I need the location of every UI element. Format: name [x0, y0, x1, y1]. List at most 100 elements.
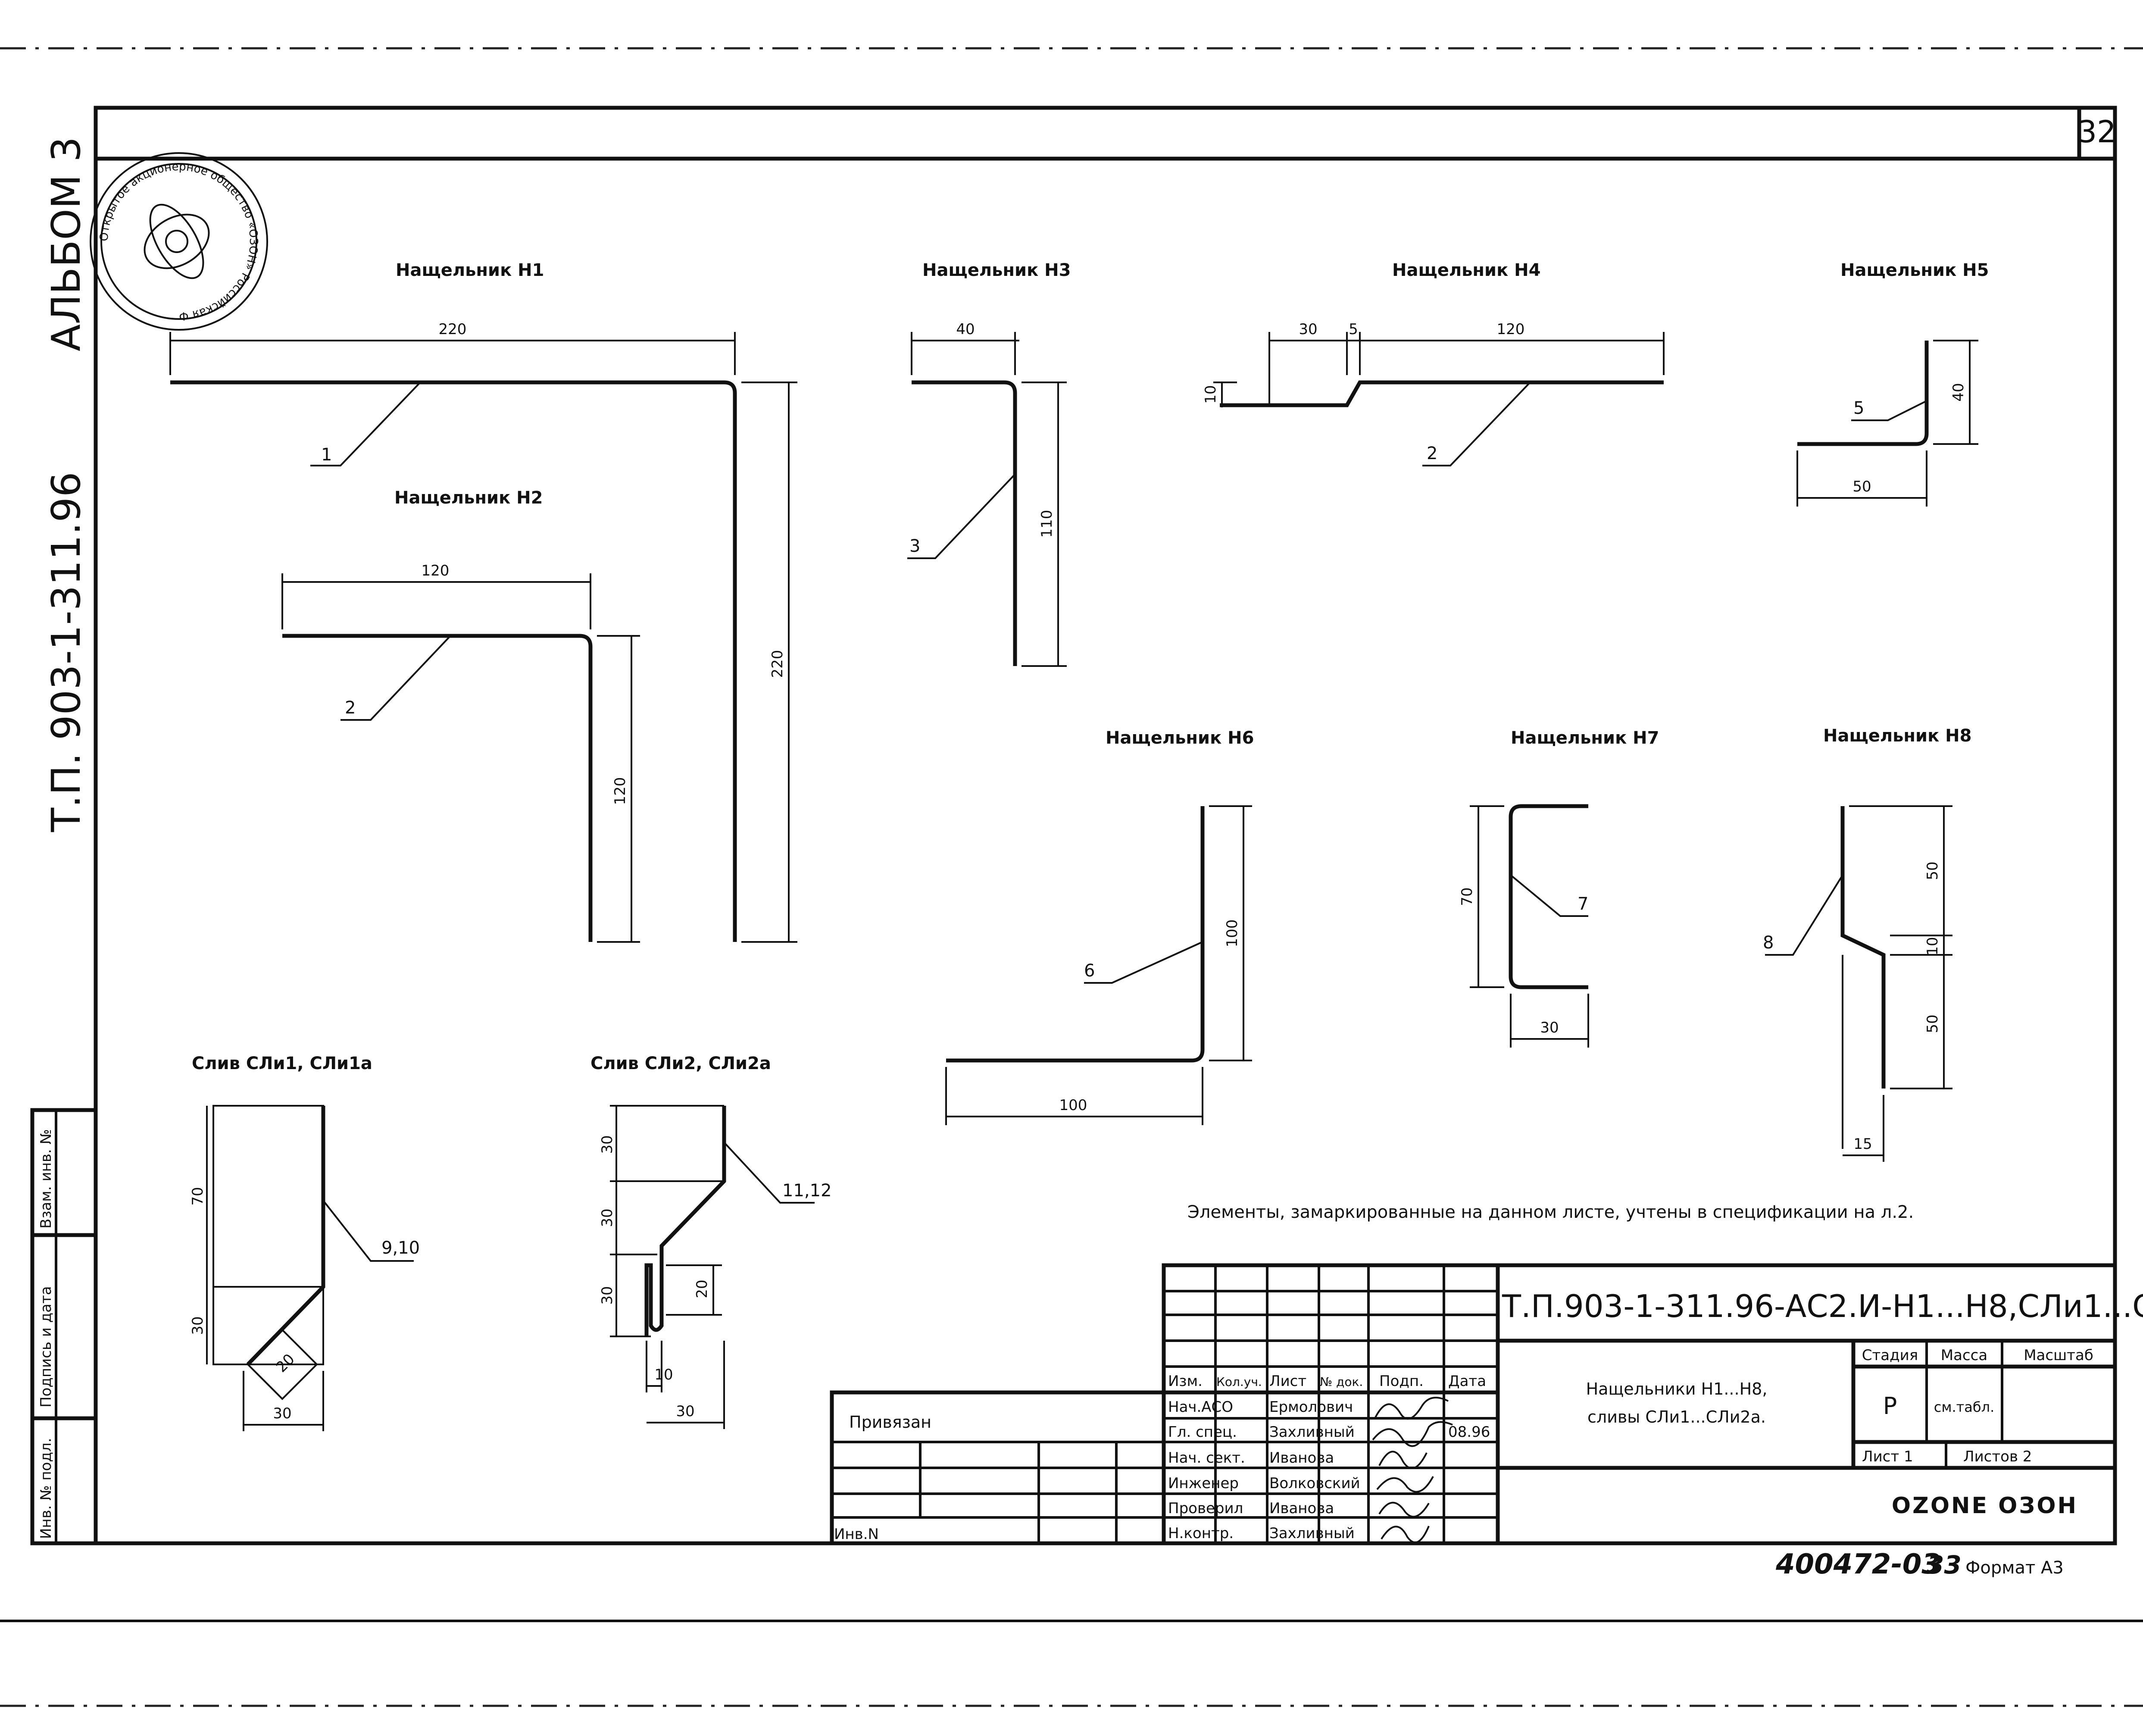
- col-header-change: Изм.: [1168, 1373, 1203, 1390]
- drawing-name-line1: Нащельники Н1...Н8,: [1586, 1379, 1768, 1398]
- footer-code: 400472-03: [1775, 1548, 1941, 1580]
- role-2: Гл. спец.: [1168, 1423, 1237, 1441]
- h6-position: 6: [1084, 961, 1095, 981]
- part-h4: Нащельник Н4 30 5 120 10 2: [1202, 260, 1665, 466]
- specification-note: Элементы, замаркированные на данном лист…: [1187, 1202, 1914, 1222]
- sheet-number: 32: [2077, 114, 2116, 150]
- part-h2: Нащельник Н2 120 120 2: [281, 488, 640, 943]
- h4-dim-30: 30: [1299, 321, 1317, 338]
- h4-dim-120: 120: [1497, 321, 1525, 338]
- h8-position: 8: [1763, 933, 1774, 953]
- h4-dim-10: 10: [1202, 385, 1219, 404]
- side-stamp: Взам. инв. № Подпись и дата Инв. № подл.: [30, 1108, 98, 1545]
- h8-dim-10: 10: [1924, 937, 1941, 955]
- outer-frame: [94, 106, 2117, 1545]
- stamp-text: Открытое акционерное общество «ОЗОН» Рос…: [0, 0, 260, 322]
- h4-position: 2: [1427, 444, 1437, 463]
- h6-title: Нащельник Н6: [1106, 728, 1254, 748]
- h8-dim-50-top: 50: [1924, 861, 1941, 880]
- col-header-count: Кол.уч.: [1216, 1375, 1262, 1389]
- h2-position: 2: [345, 698, 356, 718]
- company-logo: OZONE ОЗОН: [1892, 1493, 2078, 1519]
- name-6: Захливный: [1269, 1525, 1355, 1542]
- h3-dim-top: 40: [956, 321, 975, 338]
- sheet-label: Лист 1: [1862, 1448, 1913, 1465]
- col-header-sign: Подп.: [1379, 1373, 1424, 1390]
- scale-label: Масштаб: [2024, 1347, 2093, 1364]
- part-sl2: Слив СЛи2, СЛи2а 30 30 30 20 10 30 11,12: [590, 1054, 832, 1429]
- sl1-position: 9,10: [381, 1238, 420, 1258]
- bound-label: Привязан: [849, 1413, 931, 1432]
- side-stamp-inventory: Инв. № подл.: [37, 1438, 55, 1539]
- sl1-dim-30-side: 30: [189, 1316, 206, 1335]
- h8-dim-15: 15: [1853, 1135, 1872, 1153]
- mass-value: см.табл.: [1934, 1399, 1995, 1415]
- sl2-dim-30-c: 30: [599, 1286, 616, 1304]
- signatures: [1372, 1397, 1453, 1543]
- sl1-dim-20: 20: [273, 1351, 298, 1376]
- h3-title: Нащельник Н3: [922, 260, 1071, 280]
- side-stamp-signature: Подпись и дата: [37, 1286, 55, 1408]
- stage-value: Р: [1883, 1392, 1897, 1420]
- role-4: Инженер: [1168, 1475, 1239, 1492]
- h8-dim-50-bottom: 50: [1924, 1014, 1941, 1033]
- h5-dim-side: 40: [1950, 383, 1967, 401]
- name-1: Ермолович: [1269, 1398, 1353, 1416]
- document-code: Т.П.903-1-311.96-АС2.И-Н1...Н8,СЛи1...СЛ…: [1502, 1288, 2143, 1324]
- h5-dim-bottom: 50: [1852, 478, 1871, 495]
- sl2-dim-10: 10: [654, 1366, 673, 1383]
- part-h1: Нащельник Н1 220 220 1: [169, 260, 797, 943]
- company-stamp: Открытое акционерное общество «ОЗОН» Рос…: [0, 0, 268, 331]
- role-3: Нач. сект.: [1168, 1449, 1245, 1467]
- role-5: Проверил: [1168, 1500, 1243, 1517]
- h7-dim-side: 70: [1459, 887, 1476, 906]
- drawing-name-line2: сливы СЛи1...СЛи2а.: [1587, 1408, 1766, 1426]
- h2-title: Нащельник Н2: [394, 488, 543, 508]
- name-4: Волковский: [1269, 1475, 1360, 1492]
- part-sl1: Слив СЛи1, СЛи1а 70 30 20 30 9,10: [189, 1054, 420, 1431]
- album-label: АЛЬБОМ 3: [43, 137, 89, 351]
- stage-label: Стадия: [1862, 1347, 1918, 1364]
- sl2-title: Слив СЛи2, СЛи2а: [590, 1054, 771, 1073]
- h2-dim-side: 120: [612, 777, 629, 805]
- name-2: Захливный: [1269, 1423, 1355, 1441]
- h4-dim-5: 5: [1349, 321, 1358, 338]
- h3-position: 3: [909, 536, 920, 556]
- side-stamp-exchange: Взам. инв. №: [37, 1129, 55, 1229]
- sl1-dim-30-bottom: 30: [273, 1405, 291, 1422]
- name-5: Иванова: [1269, 1500, 1334, 1517]
- h6-dim-bottom: 100: [1059, 1097, 1087, 1114]
- role-1: Нач.АСО: [1168, 1398, 1233, 1416]
- h7-dim-bottom: 30: [1540, 1019, 1559, 1036]
- footer-number: 33: [1927, 1550, 1962, 1580]
- part-h8: Нащельник Н8 50 10 50 15 8: [1763, 726, 1971, 1162]
- col-header-sheet: Лист: [1269, 1373, 1306, 1390]
- h1-position: 1: [321, 445, 332, 465]
- col-header-date: Дата: [1448, 1373, 1486, 1390]
- sl2-dim-30-bottom: 30: [676, 1403, 694, 1420]
- inventory-label: Инв.N: [834, 1526, 879, 1543]
- sheet-number-box: [2077, 106, 2117, 161]
- sl2-dim-30-a: 30: [599, 1135, 616, 1154]
- h1-dim-side: 220: [769, 650, 786, 678]
- sl1-title: Слив СЛи1, СЛи1а: [192, 1054, 372, 1073]
- sl2-position: 11,12: [782, 1181, 832, 1201]
- h1-title: Нащельник Н1: [396, 260, 544, 280]
- h7-title: Нащельник Н7: [1511, 728, 1659, 748]
- role-6: Н.контр.: [1168, 1525, 1234, 1542]
- approval-date: 08.96: [1448, 1423, 1490, 1441]
- h7-position: 7: [1578, 894, 1588, 914]
- sl1-dim-70: 70: [189, 1187, 206, 1205]
- h1-dim-top: 220: [439, 321, 467, 338]
- name-3: Иванова: [1269, 1449, 1334, 1467]
- h4-title: Нащельник Н4: [1392, 260, 1540, 280]
- part-h3: Нащельник Н3 40 110 3: [907, 260, 1071, 667]
- part-h6: Нащельник Н6 100 100 6: [945, 728, 1254, 1125]
- sl2-dim-20: 20: [694, 1279, 711, 1298]
- part-h7: Нащельник Н7 70 30 7: [1459, 728, 1659, 1048]
- sl2-dim-30-b: 30: [599, 1208, 616, 1227]
- h2-dim-top: 120: [422, 562, 450, 579]
- format-label: Формат А3: [1965, 1558, 2064, 1578]
- h6-dim-side: 100: [1224, 920, 1241, 948]
